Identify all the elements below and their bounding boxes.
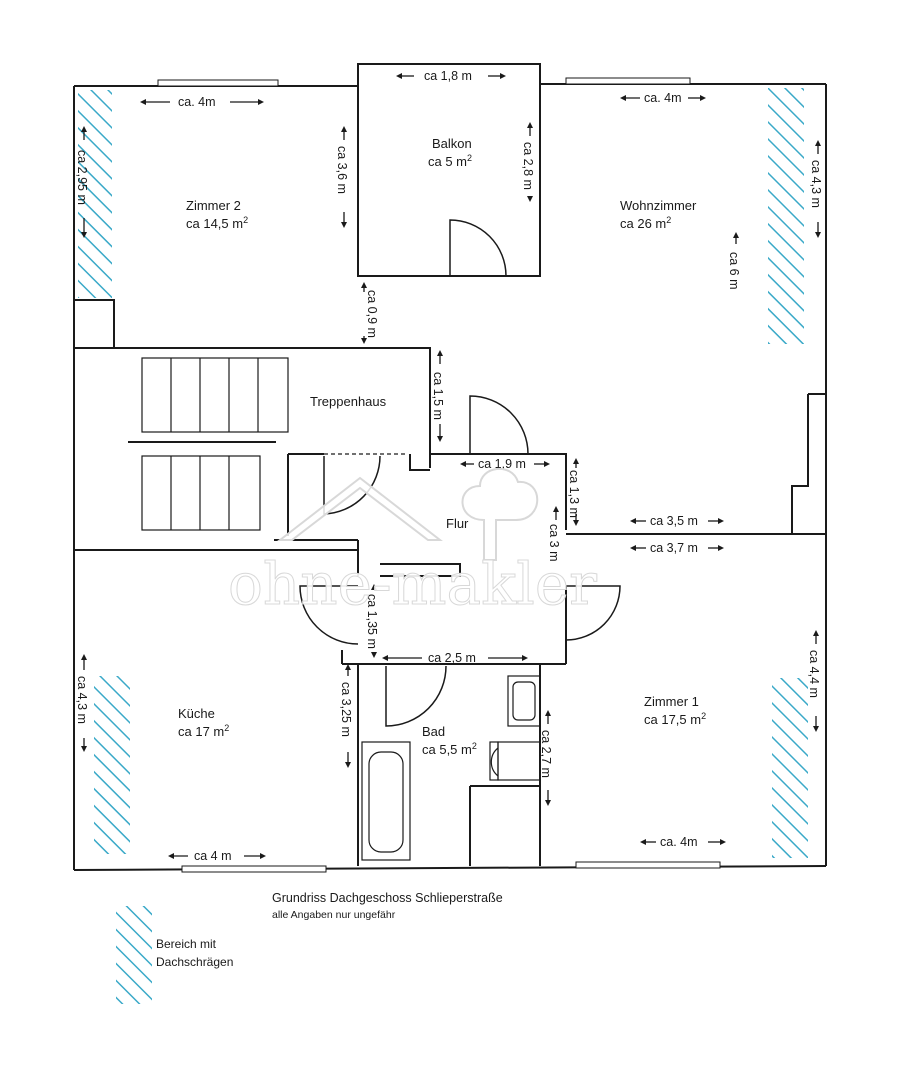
dim-z2-inner: ca 3,6 m	[335, 126, 349, 228]
svg-text:ca 6 m: ca 6 m	[727, 252, 741, 290]
legend-line1: Bereich mit	[156, 937, 217, 951]
dim-z2-height: ca 2,95 m	[75, 126, 89, 238]
room-wohnzimmer-name: Wohnzimmer	[620, 198, 697, 213]
dim-treppe: ca 1,5 m	[431, 350, 445, 442]
svg-text:ca 4,3 m: ca 4,3 m	[75, 676, 89, 724]
watermark-text: ohne-makler	[228, 550, 597, 618]
legend: Bereich mit Dachschrägen	[156, 937, 233, 969]
svg-text:ca 3,25 m: ca 3,25 m	[339, 682, 353, 737]
caption-title: Grundriss Dachgeschoss Schlieperstraße	[272, 891, 503, 905]
dim-passage: ca 0,9 m	[361, 282, 379, 344]
room-zimmer2-name: Zimmer 2	[186, 198, 241, 213]
dim-wz-slope: ca 4,3 m	[809, 140, 823, 238]
room-zimmer2-area: ca 14,5 m2	[186, 215, 248, 231]
dim-balkon-depth: ca 2,8 m	[521, 122, 535, 202]
svg-text:ca. 4m: ca. 4m	[660, 835, 698, 849]
dim-flur-len: ca 3 m	[547, 506, 561, 562]
room-labels: Zimmer 2 ca 14,5 m2 Balkon ca 5 m2 Wohnz…	[178, 136, 706, 757]
watermark-house-icon	[277, 476, 443, 541]
svg-text:ca 3,5 m: ca 3,5 m	[650, 514, 698, 528]
room-kueche-name: Küche	[178, 706, 215, 721]
dim-z1-top: ca 3,7 m	[630, 541, 724, 555]
dim-balkon-width: ca 1,8 m	[396, 69, 506, 83]
svg-text:ca. 4m: ca. 4m	[178, 95, 216, 109]
caption-subtitle: alle Angaben nur ungefähr	[272, 909, 396, 921]
windows	[157, 77, 721, 873]
slope-zimmer2	[78, 90, 112, 298]
watermark: ohne-makler	[228, 467, 598, 619]
svg-text:ca 2,7 m: ca 2,7 m	[539, 730, 553, 778]
roof-slope-areas	[78, 88, 808, 1004]
svg-text:ca 1,8 m: ca 1,8 m	[424, 69, 472, 83]
slope-kueche	[94, 676, 130, 854]
dim-bad-width: ca 2,5 m	[382, 651, 528, 665]
legend-line2: Dachschrägen	[156, 955, 233, 969]
dim-flur-top: ca 1,9 m	[460, 457, 550, 471]
dim-flur-right: ca 1,3 m	[567, 458, 581, 526]
dim-bad-depth: ca 2,7 m	[539, 710, 553, 806]
caption: Grundriss Dachgeschoss Schlieperstraße a…	[272, 891, 503, 921]
svg-text:ca 4,3 m: ca 4,3 m	[809, 160, 823, 208]
dim-wz-depth: ca 6 m	[727, 232, 741, 290]
svg-text:ca. 4m: ca. 4m	[644, 91, 682, 105]
svg-text:ca 1,5 m: ca 1,5 m	[431, 372, 445, 420]
horizontal-dimensions: ca. 4m ca 1,8 m ca. 4m ca 1,9 m ca 3,5 m…	[140, 69, 726, 863]
staircase	[128, 357, 289, 531]
room-zimmer1-area: ca 17,5 m2	[644, 711, 706, 727]
slope-legend-swatch	[116, 906, 152, 1004]
dim-z2-width: ca. 4m	[140, 95, 264, 109]
dim-kueche-side: ca 3,25 m	[339, 664, 353, 768]
dim-z1-width: ca. 4m	[640, 835, 726, 849]
dim-flur-small: ca 1,35 m	[365, 584, 379, 658]
vertical-dimensions: ca 2,95 m ca 3,6 m ca 2,8 m ca 0,9 m ca …	[75, 122, 823, 806]
room-balkon-area: ca 5 m2	[428, 153, 472, 169]
bathroom-fixtures	[361, 675, 541, 861]
svg-text:ca 1,3 m: ca 1,3 m	[567, 470, 581, 518]
svg-text:ca 2,95 m: ca 2,95 m	[75, 150, 89, 205]
svg-text:ca 4 m: ca 4 m	[194, 849, 232, 863]
dim-z1-slope: ca 4,4 m	[807, 630, 821, 732]
slope-zimmer1	[772, 678, 808, 858]
room-bad-area: ca 5,5 m2	[422, 741, 477, 757]
svg-text:ca 3 m: ca 3 m	[547, 524, 561, 562]
room-wohnzimmer-area: ca 26 m2	[620, 215, 671, 231]
dim-wz-lower: ca 3,5 m	[630, 514, 724, 528]
dim-kueche-slope: ca 4,3 m	[75, 654, 89, 752]
doors	[299, 219, 621, 727]
room-balkon-name: Balkon	[432, 136, 472, 151]
svg-text:ca 2,8 m: ca 2,8 m	[521, 142, 535, 190]
svg-text:ca 1,35 m: ca 1,35 m	[365, 594, 379, 649]
svg-text:ca 0,9 m: ca 0,9 m	[365, 290, 379, 338]
room-kueche-area: ca 17 m2	[178, 723, 229, 739]
svg-text:ca 2,5 m: ca 2,5 m	[428, 651, 476, 665]
svg-text:ca 1,9 m: ca 1,9 m	[478, 457, 526, 471]
svg-text:ca 4,4 m: ca 4,4 m	[807, 650, 821, 698]
slope-wohnzimmer	[768, 88, 804, 344]
dim-kueche-width: ca 4 m	[168, 849, 266, 863]
watermark-tree-icon	[461, 467, 539, 561]
room-flur-name: Flur	[446, 516, 469, 531]
dim-wz-width: ca. 4m	[620, 91, 706, 105]
room-treppenhaus-name: Treppenhaus	[310, 394, 387, 409]
svg-text:ca 3,7 m: ca 3,7 m	[650, 541, 698, 555]
svg-text:ca 3,6 m: ca 3,6 m	[335, 146, 349, 194]
room-zimmer1-name: Zimmer 1	[644, 694, 699, 709]
room-bad-name: Bad	[422, 724, 445, 739]
